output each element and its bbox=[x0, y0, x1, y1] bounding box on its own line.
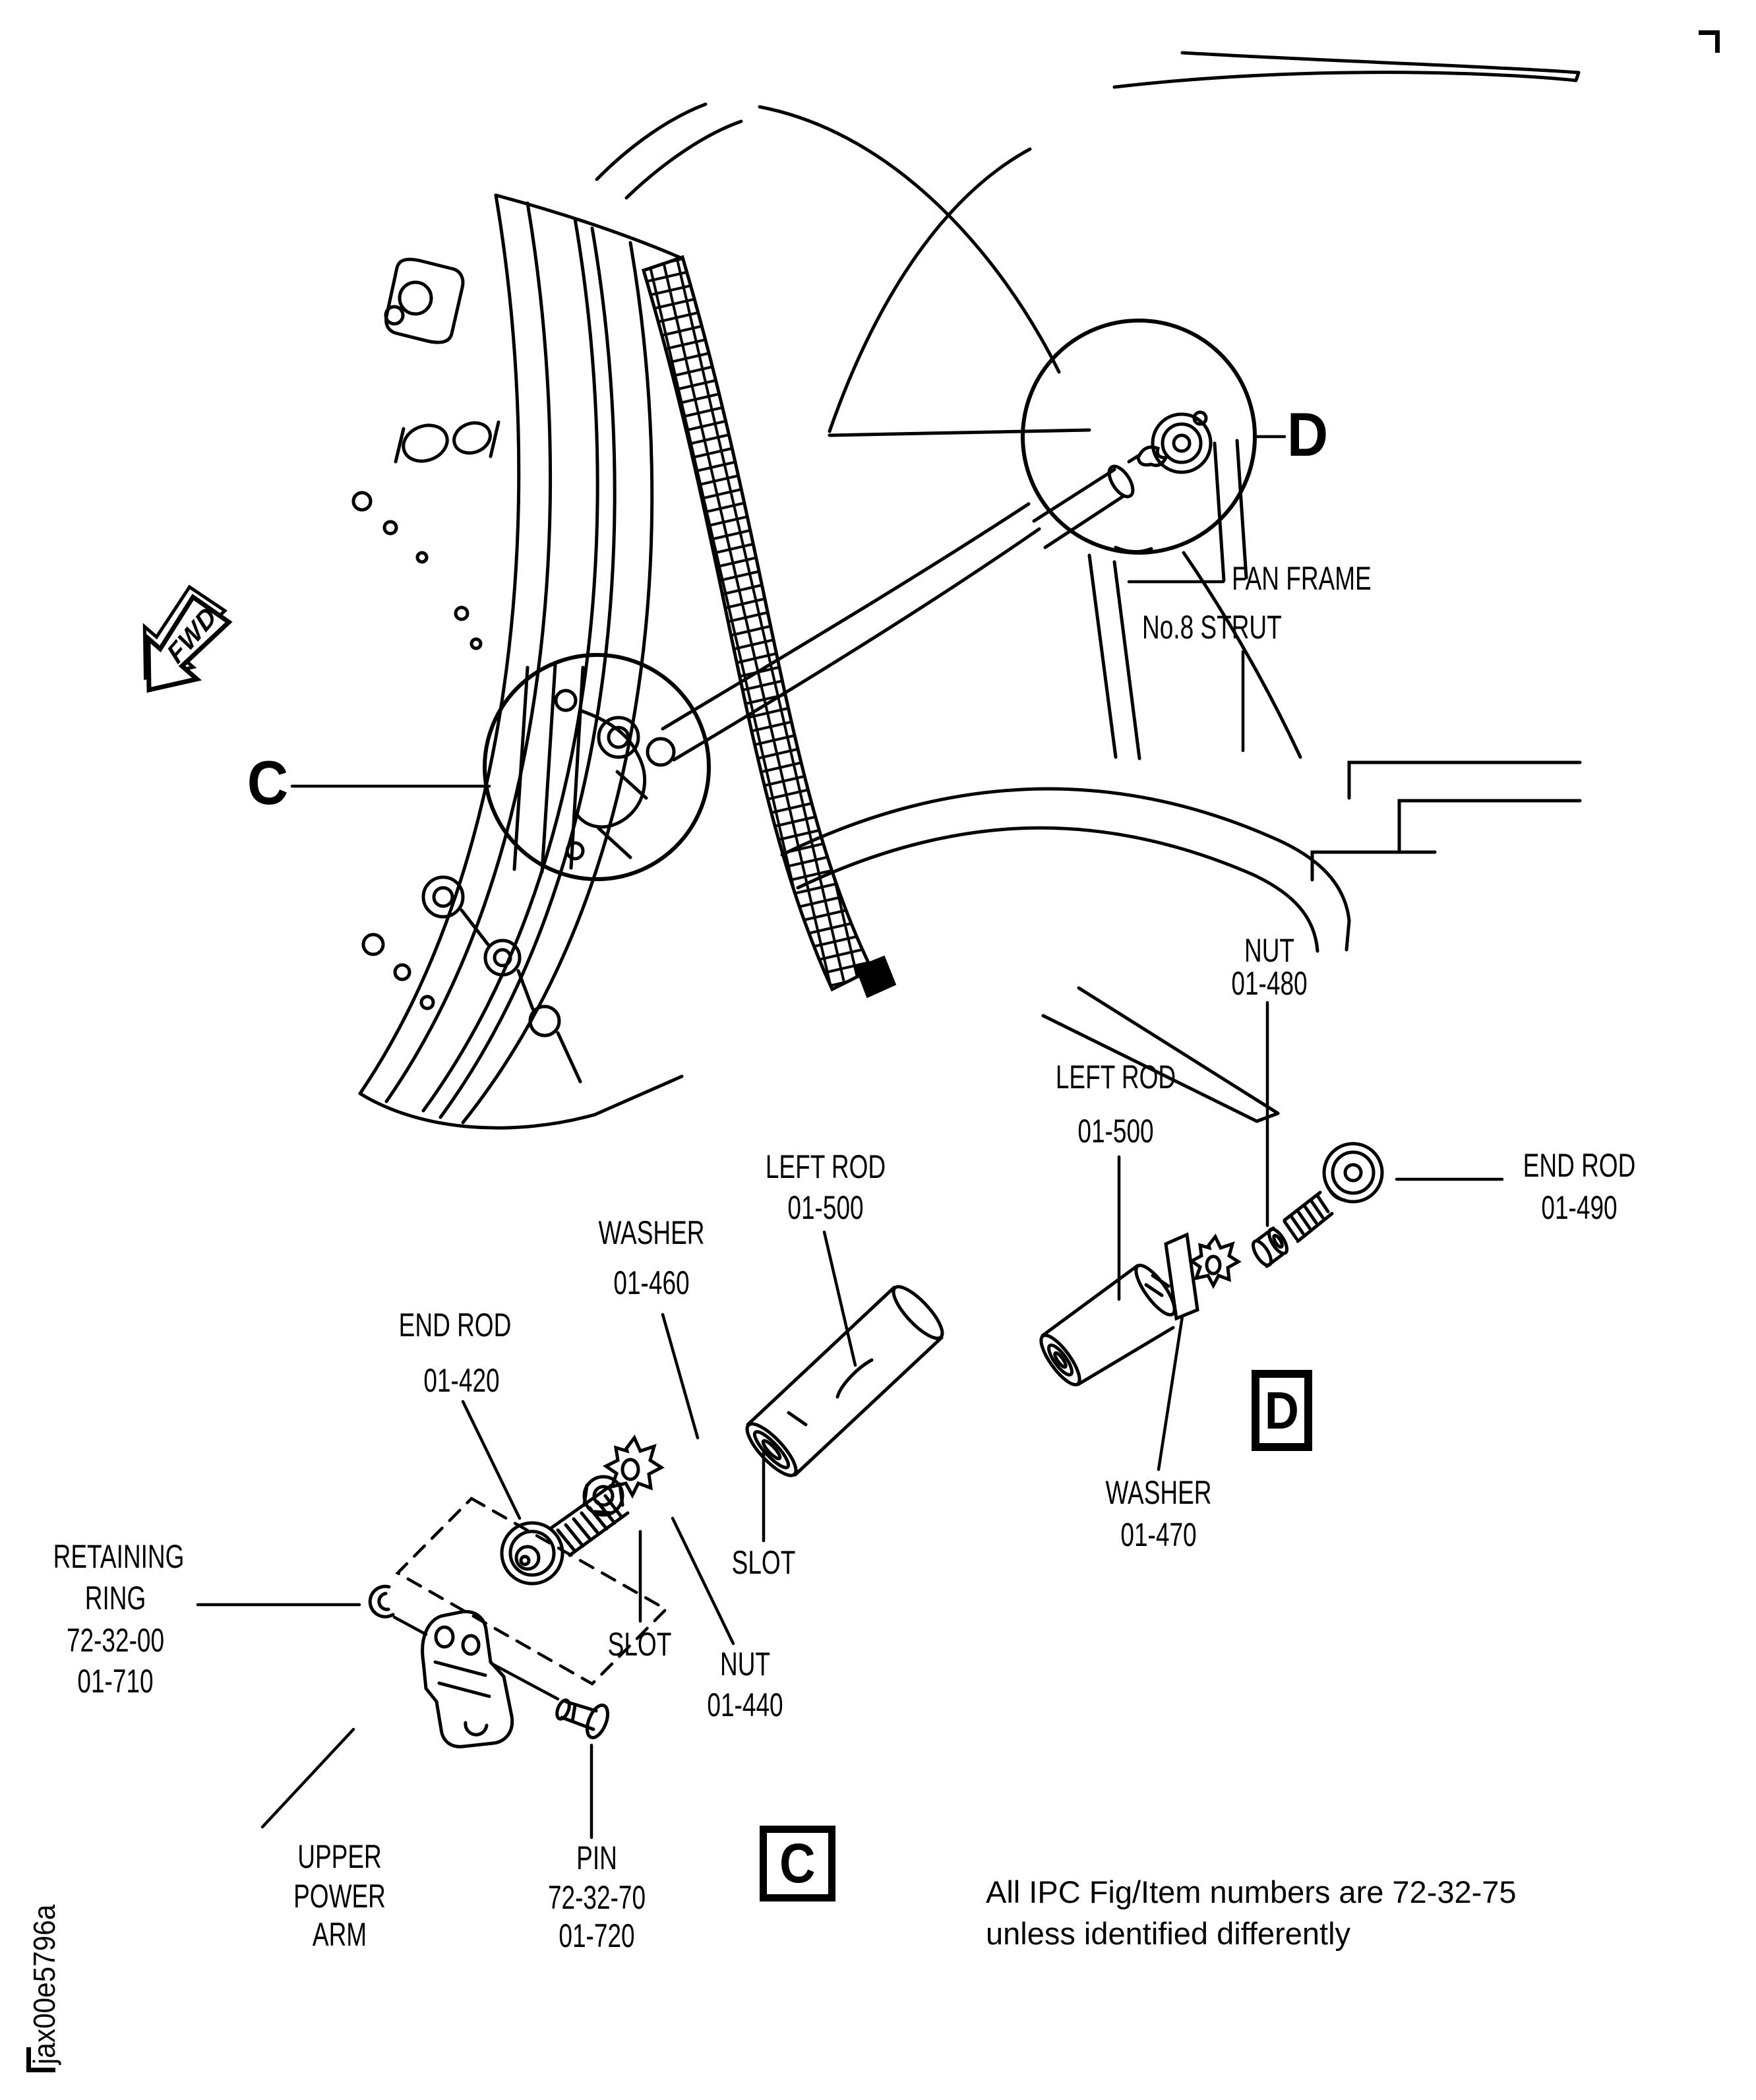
upper-power-arm-label-3: ARM bbox=[312, 1916, 367, 1953]
ipc-note-line2: unless identified differently bbox=[986, 1915, 1351, 1951]
end-rod-num-c: 01-420 bbox=[423, 1362, 500, 1399]
fan-case-art bbox=[351, 51, 1582, 1130]
upper-power-arm-label-1: UPPER bbox=[297, 1838, 382, 1875]
exploded-view-c bbox=[368, 1285, 944, 1748]
nut-label-c: NUT bbox=[719, 1646, 771, 1683]
washer-num-d: 01-470 bbox=[1120, 1516, 1197, 1553]
detail-c-letter: C bbox=[247, 748, 289, 817]
left-rod-part-d bbox=[1039, 1264, 1176, 1386]
left-rod-label-c: LEFT ROD bbox=[765, 1148, 886, 1185]
detail-d-letter: D bbox=[1287, 400, 1329, 469]
pin-num-2: 01-720 bbox=[559, 1917, 635, 1954]
slot-lower-label: SLOT bbox=[607, 1626, 672, 1663]
leader-lines bbox=[196, 435, 1504, 1839]
detail-circle-d bbox=[1021, 319, 1257, 555]
view-d-box-letter: D bbox=[1264, 1380, 1300, 1440]
figure-code: jax00e5796a bbox=[27, 1904, 61, 2064]
nut-part bbox=[582, 1475, 624, 1517]
washer-label-c: WASHER bbox=[598, 1214, 705, 1251]
crosshatch-band bbox=[641, 255, 874, 992]
left-rod-num-c: 01-500 bbox=[787, 1189, 864, 1226]
view-c-box: C bbox=[760, 1826, 835, 1901]
washer-part bbox=[603, 1435, 665, 1499]
slot-upper-label: SLOT bbox=[731, 1544, 796, 1581]
washer-part-d bbox=[1164, 1232, 1242, 1321]
retaining-ring-label-2: RING bbox=[84, 1580, 146, 1617]
left-rod-label-d: LEFT ROD bbox=[1055, 1059, 1176, 1096]
end-rod-part-d bbox=[1283, 1142, 1384, 1243]
view-c-box-letter: C bbox=[779, 1832, 816, 1894]
end-rod-num-d: 01-490 bbox=[1541, 1189, 1618, 1226]
corner-mark-bottom-left bbox=[26, 2068, 55, 2072]
corner-mark-top-right bbox=[1699, 30, 1720, 35]
pin-label: PIN bbox=[576, 1839, 617, 1876]
retaining-ring-part bbox=[368, 1584, 395, 1619]
nut-num-d: 01-480 bbox=[1231, 965, 1308, 1002]
end-rod-part bbox=[500, 1482, 630, 1586]
upper-power-arm-label-2: POWER bbox=[293, 1878, 386, 1915]
nut-part-d bbox=[1252, 1226, 1288, 1268]
nut-label-d: NUT bbox=[1244, 932, 1295, 969]
panel-dashed-outline bbox=[395, 1497, 669, 1686]
ipc-note-line1: All IPC Fig/Item numbers are 72-32-75 bbox=[986, 1874, 1517, 1909]
left-rod-part bbox=[745, 1285, 944, 1477]
end-rod-label-c: END ROD bbox=[398, 1307, 512, 1343]
fan-frame-label: FAN FRAME bbox=[1232, 560, 1372, 597]
detail-circle-c bbox=[483, 653, 711, 881]
view-d-box: D bbox=[1252, 1370, 1312, 1451]
retaining-ring-num-1: 72-32-00 bbox=[66, 1622, 165, 1659]
nut-num-c: 01-440 bbox=[707, 1686, 783, 1723]
corner-mark-top-right-v bbox=[1715, 30, 1720, 53]
retaining-ring-num-2: 01-710 bbox=[77, 1663, 154, 1700]
ipc-note: All IPC Fig/Item numbers are 72-32-75 un… bbox=[986, 1872, 1517, 1954]
end-rod-label-d: END ROD bbox=[1523, 1147, 1636, 1184]
fwd-arrow-icon: FWD bbox=[142, 584, 233, 693]
washer-label-d: WASHER bbox=[1105, 1474, 1212, 1511]
washer-num-c: 01-460 bbox=[613, 1264, 690, 1301]
left-rod-num-d: 01-500 bbox=[1077, 1113, 1154, 1150]
pin-num-1: 72-32-70 bbox=[547, 1879, 646, 1916]
retaining-ring-label-1: RETAINING bbox=[53, 1538, 185, 1575]
upper-power-arm-part bbox=[421, 1610, 514, 1748]
pin-part bbox=[555, 1698, 609, 1740]
exploded-view-d bbox=[1039, 1142, 1384, 1386]
no8-strut-label: No.8 STRUT bbox=[1142, 609, 1282, 646]
corner-mark-bottom-left-v bbox=[26, 2047, 31, 2072]
